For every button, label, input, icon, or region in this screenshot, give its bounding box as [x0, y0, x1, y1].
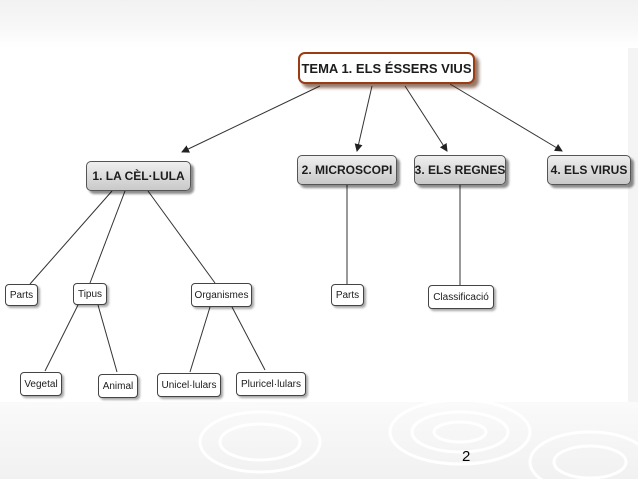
right-strip — [628, 48, 638, 402]
node-unicellulars: Unicel·lulars — [157, 373, 221, 397]
node-cell: 1. LA CÈL·LULA — [86, 161, 191, 191]
node-animal: Animal — [98, 374, 138, 398]
line-organismes-to-pluricellulars — [231, 306, 266, 371]
line-organismes-to-unicellulars — [189, 306, 211, 373]
node-cell-parts: Parts — [5, 284, 38, 306]
arrow-title-to-kingdoms — [404, 85, 448, 152]
node-cell-organismes: Organismes — [191, 283, 252, 307]
swirl-decoration — [198, 402, 638, 479]
title-node: TEMA 1. ELS ÉSSERS VIUS — [298, 52, 475, 84]
node-vegetal: Vegetal — [20, 372, 62, 396]
node-classification: Classificació — [428, 285, 494, 309]
line-cell-to-parts — [29, 190, 113, 285]
arrow-title-to-viruses — [449, 83, 563, 152]
node-pluricellulars: Pluricel·lulars — [236, 372, 306, 396]
line-tipus-to-animal — [97, 304, 118, 373]
node-viruses: 4. ELS VIRUS — [547, 155, 631, 185]
node-microscope-parts: Parts — [331, 284, 364, 306]
node-cell-tipus: Tipus — [73, 283, 107, 305]
node-microscope: 2. MICROSCOPI — [297, 155, 397, 185]
line-tipus-to-vegetal — [44, 304, 79, 372]
line-cell-to-organismes — [147, 190, 216, 284]
top-band — [0, 0, 638, 48]
arrow-title-to-microscope — [354, 85, 373, 152]
arrow-title-to-cell — [181, 85, 321, 153]
node-kingdoms: 3. ELS REGNES — [414, 155, 506, 185]
page-number: 2 — [462, 448, 471, 465]
line-cell-to-tipus — [89, 190, 126, 284]
bottom-decoration — [0, 402, 638, 479]
